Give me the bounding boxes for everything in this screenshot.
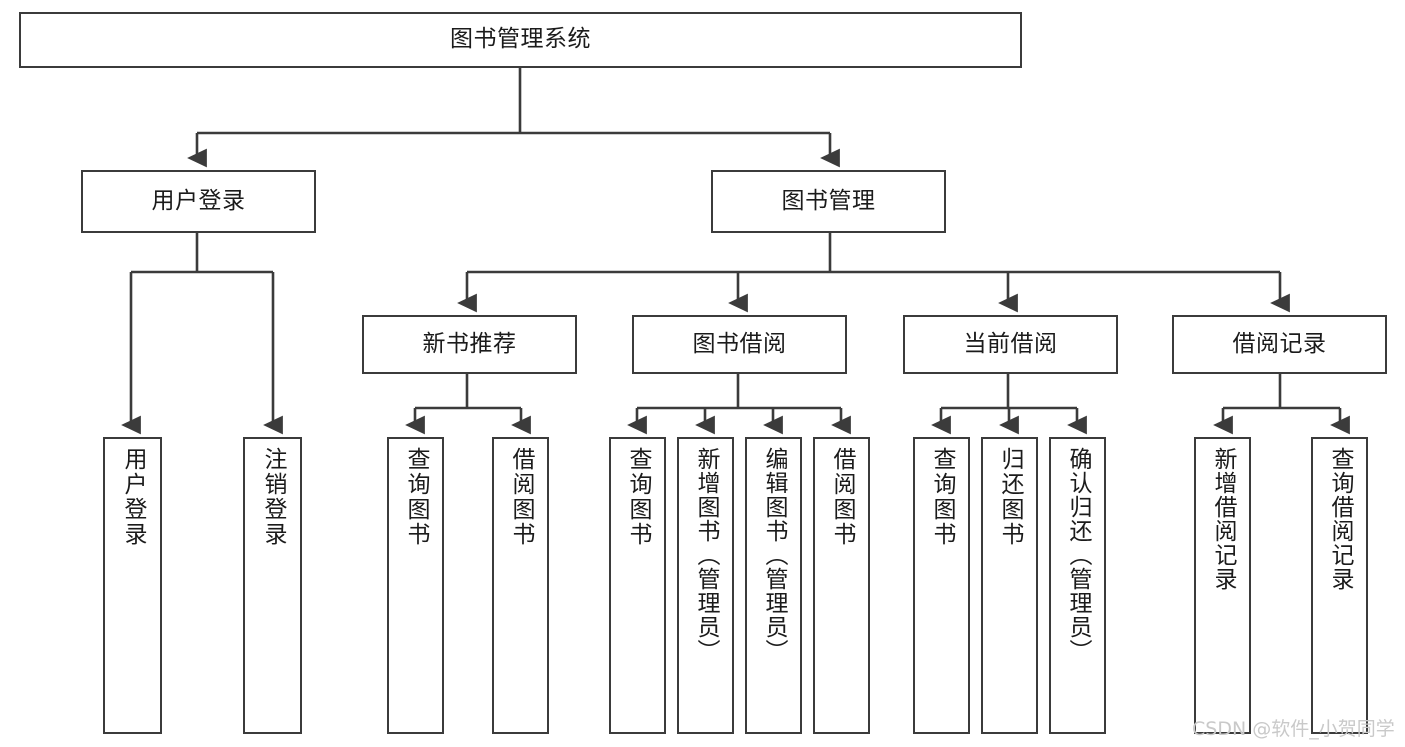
node-book-management[interactable]: 图书管理 [711, 170, 946, 233]
leaf-recommend-query-book-label: 查询图书 [403, 447, 429, 547]
node-book-borrow-label: 图书借阅 [692, 330, 787, 357]
leaf-borrow-borrow-book-label: 借阅图书 [829, 447, 855, 547]
leaf-user-login-login[interactable]: 用户登录 [103, 437, 162, 734]
leaf-current-query-book-label: 查询图书 [929, 447, 955, 547]
node-new-book-recommend[interactable]: 新书推荐 [362, 315, 577, 374]
node-root-label: 图书管理系统 [450, 26, 591, 53]
leaf-recommend-borrow-book[interactable]: 借阅图书 [492, 437, 549, 734]
leaf-borrow-add-book[interactable]: 新增图书（管理员） [677, 437, 734, 734]
leaf-borrow-borrow-book[interactable]: 借阅图书 [813, 437, 870, 734]
node-root[interactable]: 图书管理系统 [19, 12, 1022, 68]
node-new-book-recommend-label: 新书推荐 [422, 330, 517, 357]
leaf-record-add-record[interactable]: 新增借阅记录 [1194, 437, 1251, 734]
leaf-record-query-record-label: 查询借阅记录 [1327, 447, 1353, 591]
node-user-login-label: 用户登录 [151, 187, 246, 214]
leaf-current-return-book[interactable]: 归还图书 [981, 437, 1038, 734]
leaf-user-login-login-label: 用户登录 [120, 447, 146, 547]
leaf-borrow-edit-book-label: 编辑图书（管理员） [761, 447, 787, 663]
node-book-borrow[interactable]: 图书借阅 [632, 315, 847, 374]
leaf-borrow-edit-book[interactable]: 编辑图书（管理员） [745, 437, 802, 734]
node-borrow-record[interactable]: 借阅记录 [1172, 315, 1387, 374]
node-borrow-record-label: 借阅记录 [1232, 330, 1327, 357]
leaf-record-add-record-label: 新增借阅记录 [1210, 447, 1236, 591]
watermark-text: CSDN @软件_小贺同学 [1192, 718, 1395, 740]
leaf-current-return-book-label: 归还图书 [997, 447, 1023, 547]
leaf-borrow-query-book-label: 查询图书 [625, 447, 651, 547]
leaf-current-confirm-return-label: 确认归还（管理员） [1065, 447, 1091, 663]
tree-connectors [121, 68, 1350, 435]
leaf-borrow-add-book-label: 新增图书（管理员） [693, 447, 719, 663]
node-book-management-label: 图书管理 [781, 187, 876, 214]
leaf-record-query-record[interactable]: 查询借阅记录 [1311, 437, 1368, 734]
leaf-user-login-logout-label: 注销登录 [260, 447, 286, 547]
leaf-borrow-query-book[interactable]: 查询图书 [609, 437, 666, 734]
node-current-borrow[interactable]: 当前借阅 [903, 315, 1118, 374]
leaf-current-query-book[interactable]: 查询图书 [913, 437, 970, 734]
leaf-user-login-logout[interactable]: 注销登录 [243, 437, 302, 734]
leaf-recommend-borrow-book-label: 借阅图书 [508, 447, 534, 547]
node-user-login[interactable]: 用户登录 [81, 170, 316, 233]
node-current-borrow-label: 当前借阅 [963, 330, 1058, 357]
leaf-current-confirm-return[interactable]: 确认归还（管理员） [1049, 437, 1106, 734]
leaf-recommend-query-book[interactable]: 查询图书 [387, 437, 444, 734]
